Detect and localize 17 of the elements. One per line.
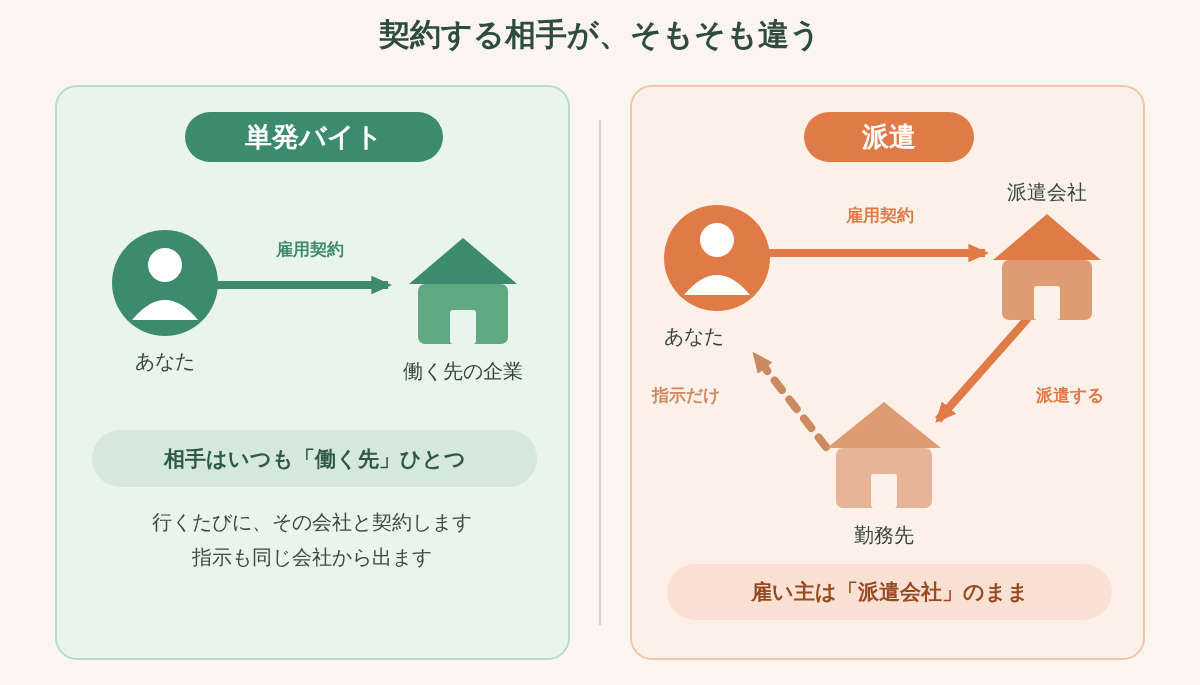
arrow <box>216 275 393 295</box>
node-label: 働く先の企業 <box>402 358 523 385</box>
node-label: 勤務先 <box>854 522 914 549</box>
summary-pill: 相手はいつも「働く先」ひとつ <box>92 430 537 487</box>
node-label: あなた <box>135 348 195 375</box>
summary-pill: 雇い主は「派遣会社」のまま <box>667 564 1112 620</box>
heading-pill: 派遣 <box>804 112 974 162</box>
note-text: 指示も同じ会社から出ます <box>191 543 433 571</box>
title: 契約する相手が、そもそも違う <box>378 15 822 54</box>
dashed-arrow <box>751 351 830 451</box>
panel <box>55 85 570 660</box>
panel <box>630 85 1145 660</box>
heading-pill: 単発バイト <box>185 112 443 162</box>
arrow <box>768 243 990 263</box>
note-text: 行くたびに、その会社と契約します <box>151 508 473 536</box>
node-label: 派遣会社 <box>1007 179 1087 206</box>
node-label: あなた <box>664 323 724 350</box>
